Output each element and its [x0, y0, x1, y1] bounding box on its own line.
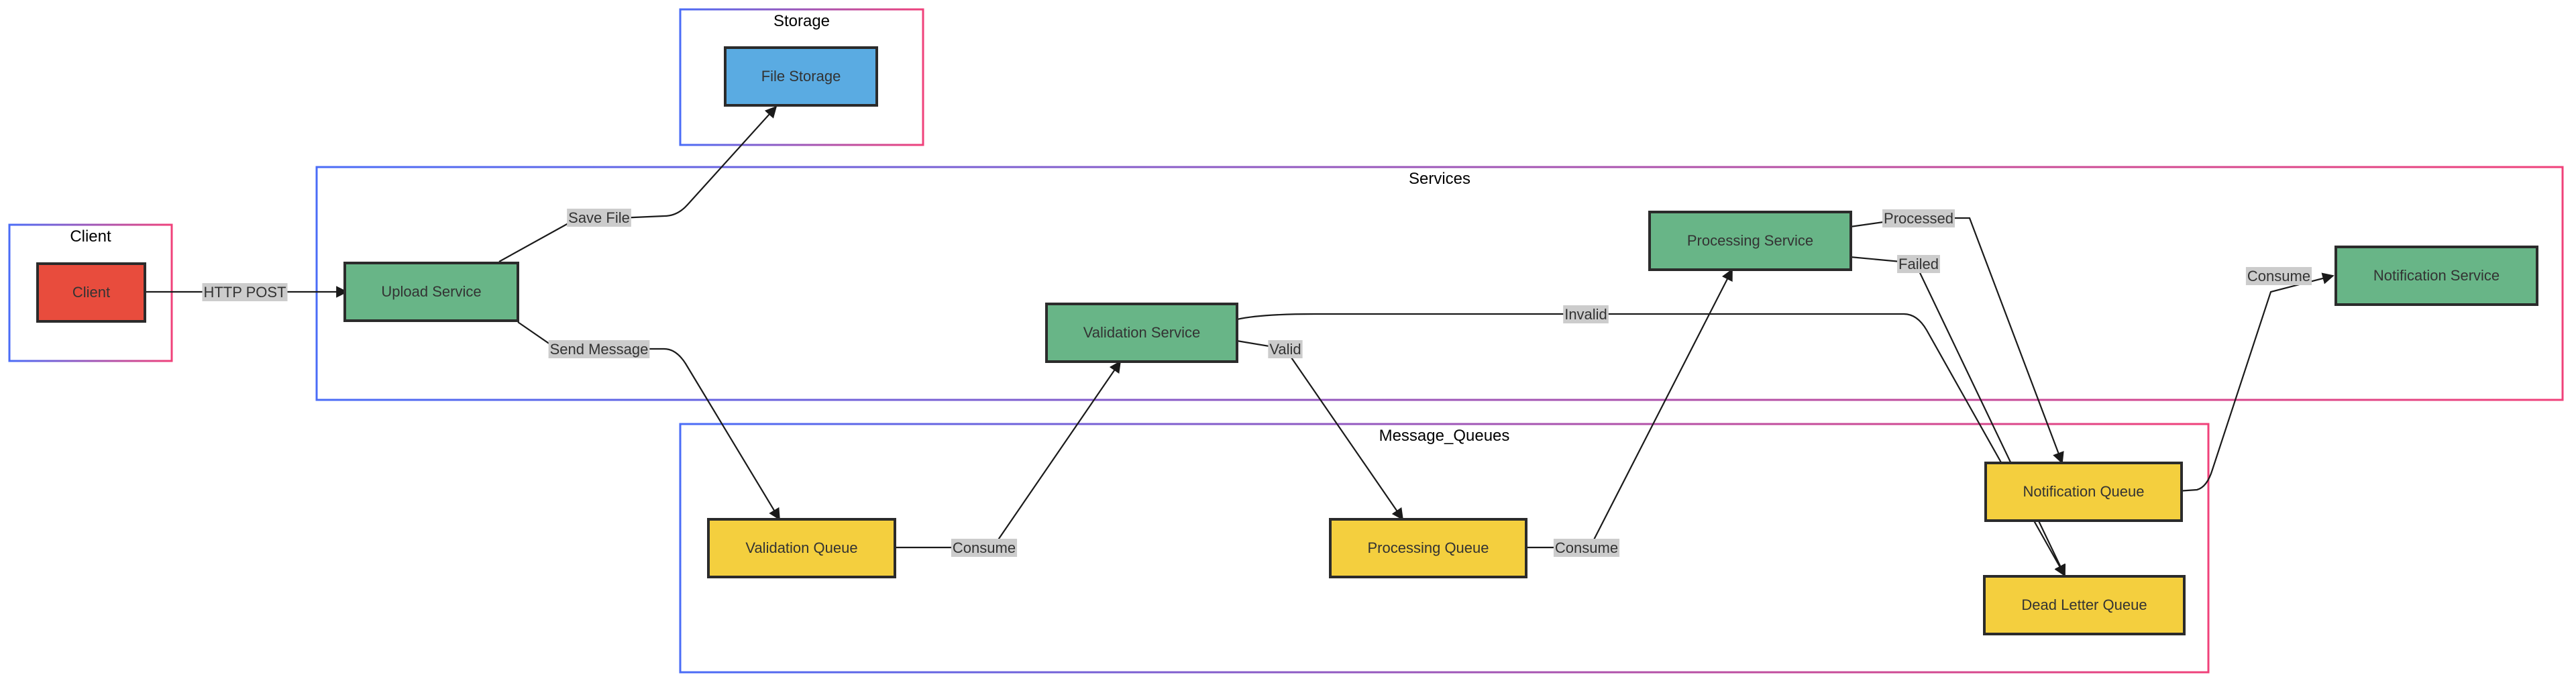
- node-processing-queue[interactable]: Processing Queue: [1329, 518, 1527, 578]
- cluster-message-queues-title: Message_Queues: [1379, 427, 1510, 445]
- node-upload-service-label: Upload Service: [381, 283, 481, 300]
- edge-consume-processing: [1524, 268, 1733, 549]
- cluster-message-queues: Message_Queues: [679, 423, 2210, 674]
- edge-consume-validation: [895, 360, 1121, 549]
- edge-label-consume-notification-text: Consume: [2247, 268, 2310, 284]
- node-file-storage[interactable]: File Storage: [724, 46, 878, 107]
- edge-label-consume-processing-text: Consume: [1555, 539, 1618, 556]
- edge-label-bg: [1553, 539, 1620, 557]
- edge-label-invalid-text: Invalid: [1564, 306, 1607, 323]
- node-notification-queue[interactable]: Notification Queue: [1984, 462, 2183, 522]
- node-processing-service-label: Processing Service: [1687, 232, 1813, 249]
- edge-invalid: [1236, 313, 2065, 577]
- edge-label-http-post: HTTP POST: [202, 283, 288, 301]
- edge-save-file: [498, 105, 777, 262]
- node-validation-queue[interactable]: Validation Queue: [707, 518, 896, 578]
- node-processing-queue-label: Processing Queue: [1368, 539, 1489, 556]
- edge-label-consume-validation-text: Consume: [953, 539, 1016, 556]
- edge-label-consume-validation: Consume: [951, 539, 1018, 557]
- node-notification-queue-label: Notification Queue: [2023, 483, 2145, 500]
- edge-label-processed: Processed: [1882, 209, 1955, 227]
- edge-label-bg: [1563, 305, 1609, 323]
- edge-label-invalid: Invalid: [1563, 305, 1609, 323]
- edge-label-valid-text: Valid: [1269, 341, 1301, 358]
- node-client[interactable]: Client: [36, 262, 146, 323]
- edge-label-failed-text: Failed: [1898, 256, 1939, 272]
- edge-label-save-file-text: Save File: [568, 209, 630, 226]
- edge-label-failed: Failed: [1897, 255, 1940, 273]
- edge-consume-notification: [2177, 272, 2334, 492]
- edge-processed: [1849, 217, 2064, 464]
- cluster-services: Services: [315, 166, 2564, 401]
- edge-valid: [1236, 339, 1403, 521]
- node-client-label: Client: [72, 284, 110, 301]
- edge-label-send-message-text: Send Message: [550, 341, 649, 358]
- edge-failed: [1849, 256, 2066, 577]
- edge-label-valid: Valid: [1268, 340, 1303, 358]
- node-validation-service[interactable]: Validation Service: [1045, 303, 1238, 363]
- edge-label-bg: [567, 209, 631, 227]
- edge-label-bg: [1268, 340, 1303, 358]
- edge-label-bg: [1882, 209, 1955, 227]
- edge-label-bg: [1897, 255, 1940, 273]
- cluster-storage-title: Storage: [773, 12, 830, 30]
- edge-label-processed-text: Processed: [1884, 210, 1953, 227]
- node-file-storage-label: File Storage: [761, 68, 841, 85]
- edge-labels: HTTP POST Save File Send Message Consume…: [202, 209, 2312, 557]
- node-notification-service[interactable]: Notification Service: [2334, 246, 2538, 306]
- edge-label-consume-notification: Consume: [2245, 267, 2312, 285]
- edge-label-send-message: Send Message: [548, 340, 650, 358]
- node-processing-service[interactable]: Processing Service: [1648, 211, 1852, 271]
- edge-label-bg: [548, 340, 650, 358]
- node-validation-queue-label: Validation Queue: [745, 539, 857, 556]
- node-validation-service-label: Validation Service: [1083, 324, 1200, 341]
- cluster-storage: Storage: [679, 8, 924, 146]
- edge-send-message: [517, 321, 780, 521]
- edge-label-bg: [2245, 267, 2312, 285]
- node-dead-letter-queue-label: Dead Letter Queue: [2021, 596, 2147, 613]
- edge-label-bg: [202, 283, 288, 301]
- cluster-client-title: Client: [70, 227, 111, 246]
- cluster-client: Client: [8, 223, 173, 362]
- edge-label-consume-processing: Consume: [1553, 539, 1620, 557]
- cluster-services-title: Services: [1409, 170, 1470, 188]
- node-upload-service[interactable]: Upload Service: [343, 262, 519, 322]
- edge-label-save-file: Save File: [567, 209, 631, 227]
- node-notification-service-label: Notification Service: [2373, 267, 2500, 284]
- node-dead-letter-queue[interactable]: Dead Letter Queue: [1983, 575, 2186, 635]
- edge-label-http-post-text: HTTP POST: [203, 284, 286, 301]
- edge-label-bg: [951, 539, 1018, 557]
